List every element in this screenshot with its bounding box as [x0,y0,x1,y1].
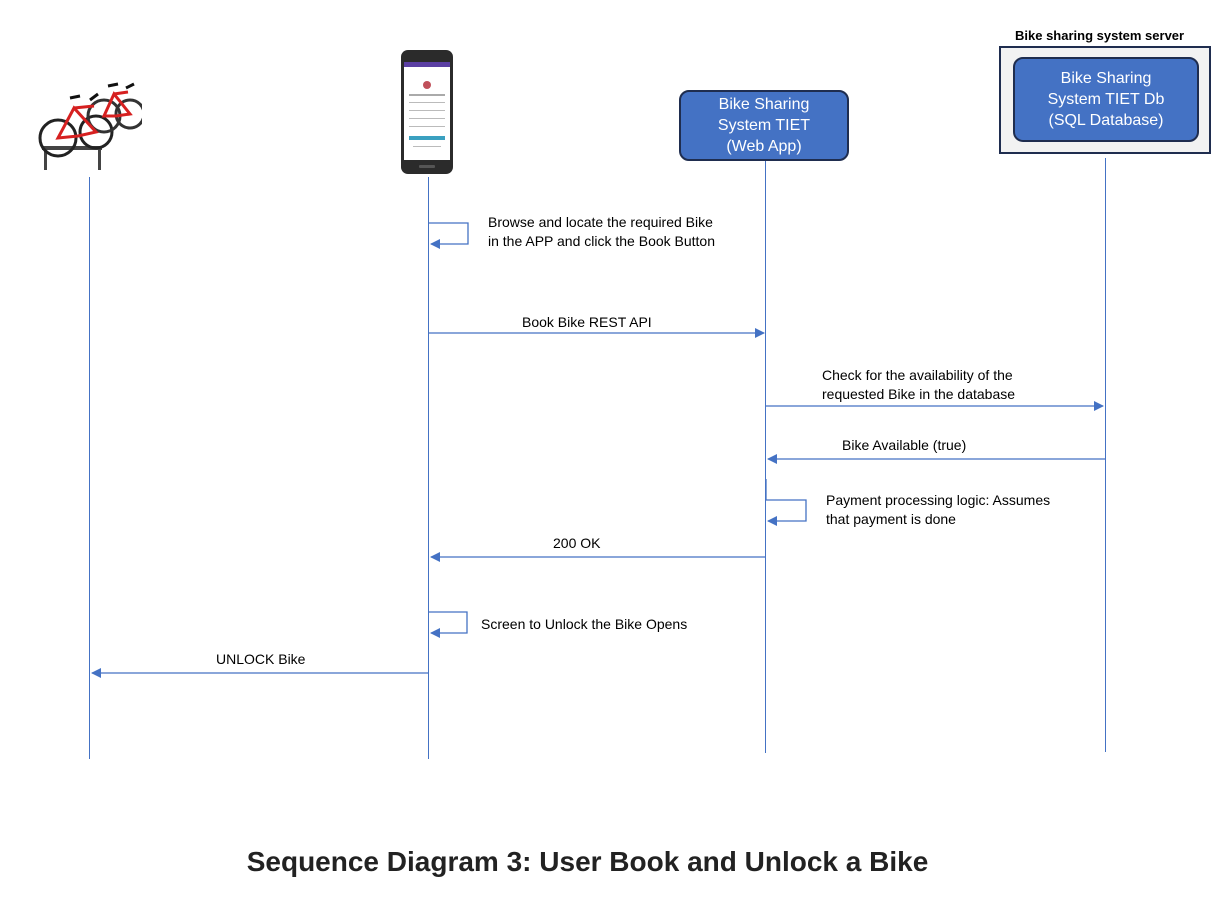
db-participant: Bike Sharing System TIET Db (SQL Databas… [1013,57,1199,142]
browse-message-line2: in the APP and click the Book Button [488,233,716,249]
self-message-unlock-screen-arrow [429,611,468,638]
db-label-line2: System TIET Db [1047,91,1165,108]
unlock-screen-label: Screen to Unlock the Bike Opens [481,616,688,632]
check-availability-label: Check for the availability of the reques… [822,366,1015,404]
self-message-payment-arrow [765,479,807,526]
ok-response-label: 200 OK [553,535,601,551]
db-label-line1: Bike Sharing [1060,70,1152,87]
webapp-label-line1: Bike Sharing [718,96,810,113]
app-lifeline [428,177,429,759]
db-label-line3: (SQL Database) [1048,112,1164,129]
payment-logic-line1: Payment processing logic: Assumes [826,492,1051,508]
unlock-bike-label: UNLOCK Bike [216,651,306,667]
browse-message-line1: Browse and locate the required Bike [488,214,713,230]
webapp-participant: Bike Sharing System TIET (Web App) [679,90,849,161]
book-bike-label: Book Bike REST API [522,314,652,330]
webapp-label-line3: (Web App) [726,138,802,155]
smartphone-icon [401,50,453,174]
payment-logic-label: Payment processing logic: Assumes that p… [826,491,1050,529]
webapp-label-line2: System TIET [717,117,811,134]
payment-logic-line2: that payment is done [826,511,956,527]
webapp-lifeline [765,161,766,753]
db-lifeline [1105,158,1106,752]
check-availability-line1: Check for the availability of the [822,367,1013,383]
check-availability-line2: requested Bike in the database [822,386,1016,402]
bike-available-label: Bike Available (true) [842,437,967,453]
browse-message-label: Browse and locate the required Bike in t… [488,213,715,251]
bike-lifeline [89,177,90,759]
diagram-title: Sequence Diagram 3: User Book and Unlock… [246,846,929,877]
server-group-label: Bike sharing system server [1015,28,1185,43]
self-message-browse-arrow [429,222,469,249]
